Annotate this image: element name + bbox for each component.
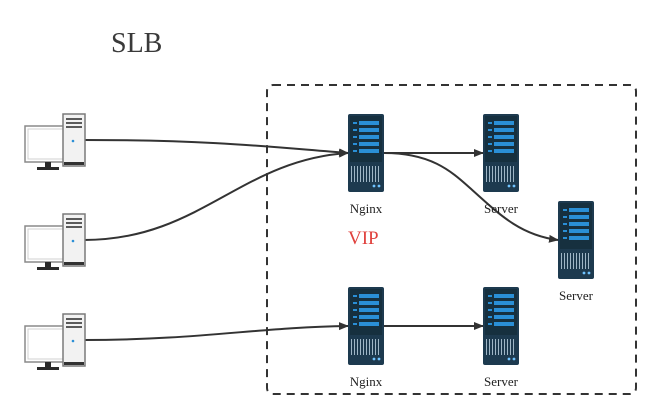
edge-nginx-top-server-right (383, 152, 559, 243)
diagram-title: SLB (111, 28, 163, 59)
server-rack-icon-server-top (483, 114, 519, 192)
nginx-top-label: Nginx (349, 201, 383, 216)
server-rack-icon-nginx-bottom (348, 287, 384, 365)
desktop-computer-icon (24, 313, 86, 371)
desktop-computer-icon (24, 113, 86, 171)
server-bottom-label: Server (484, 374, 518, 389)
server-right-label: Server (559, 288, 593, 303)
server-rack-icon-nginx-top (348, 114, 384, 192)
edge-client1-nginx-top (83, 139, 349, 157)
server-rack-icon-server-bottom (483, 287, 519, 365)
desktop-computer-icon (24, 213, 86, 271)
edge-client3-nginx-bottom (83, 322, 349, 341)
vip-label: VIP (348, 228, 379, 249)
edge-client2-nginx-top (83, 149, 349, 241)
server-top-label: Server (484, 201, 518, 216)
server-rack-icon-server-right (558, 201, 594, 279)
nginx-bottom-label: Nginx (349, 374, 383, 389)
